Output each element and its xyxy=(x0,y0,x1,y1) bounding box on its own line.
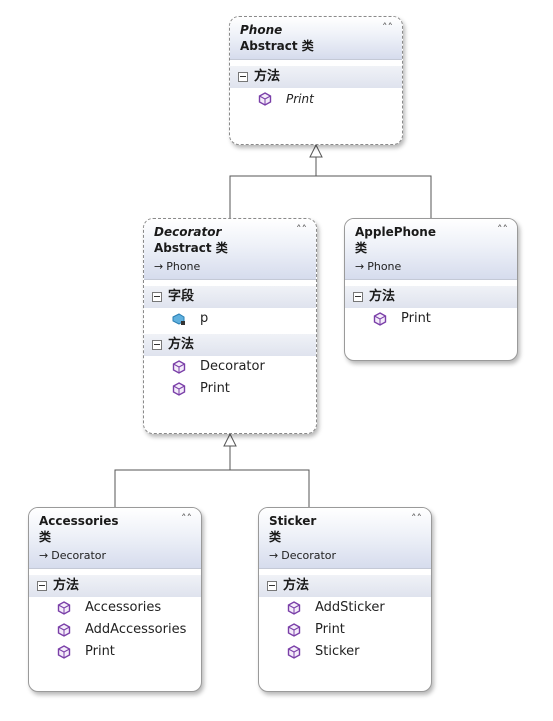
double-chevron-up-icon[interactable]: ˄˄ xyxy=(497,223,508,236)
method-icon xyxy=(57,601,71,615)
member-accessories[interactable]: Accessories xyxy=(29,597,201,619)
class-phone[interactable]: Phone Abstract 类 ˄˄ 方法 Print xyxy=(229,16,403,145)
connector-decorator-phone xyxy=(229,157,317,218)
class-kind: Abstract 类 xyxy=(240,39,314,53)
method-icon xyxy=(287,623,301,637)
base-class: →Decorator xyxy=(39,548,193,563)
member-name: Print xyxy=(286,92,314,106)
member-name: Print xyxy=(401,311,431,326)
section-fields[interactable]: 字段 xyxy=(144,286,316,308)
inheritance-arrow-icon: → xyxy=(269,549,279,562)
member-print[interactable]: Print xyxy=(345,308,517,330)
member-decorator[interactable]: Decorator xyxy=(144,356,316,378)
member-print[interactable]: Print xyxy=(230,88,402,110)
section-label: 方法 xyxy=(283,578,310,593)
member-p[interactable]: p xyxy=(144,308,316,330)
class-header: ApplePhone 类 →Phone ˄˄ xyxy=(345,219,517,280)
member-name: AddSticker xyxy=(315,600,385,615)
minus-square-icon[interactable] xyxy=(152,292,162,302)
class-header: Decorator Abstract 类 →Phone ˄˄ xyxy=(144,219,316,280)
base-class-name: Phone xyxy=(166,260,201,273)
member-name: Sticker xyxy=(315,644,360,659)
class-header: Sticker 类 →Decorator ˄˄ xyxy=(259,508,431,569)
base-class-name: Phone xyxy=(367,260,402,273)
section-methods[interactable]: 方法 xyxy=(259,575,431,597)
class-sticker[interactable]: Sticker 类 →Decorator ˄˄ 方法 AddSticker Pr… xyxy=(258,507,432,692)
member-print[interactable]: Print xyxy=(29,641,201,663)
connector-accessories-decorator xyxy=(114,446,231,507)
minus-square-icon[interactable] xyxy=(238,72,248,82)
class-kind: 类 xyxy=(269,530,282,544)
member-name: p xyxy=(200,311,209,326)
section-methods[interactable]: 方法 xyxy=(345,286,517,308)
section-methods[interactable]: 方法 xyxy=(230,66,402,88)
connector-sticker-decorator xyxy=(230,469,310,507)
double-chevron-up-icon[interactable]: ˄˄ xyxy=(296,223,307,236)
inherit-arrowhead-phone xyxy=(309,143,323,158)
section-label: 方法 xyxy=(168,337,195,352)
member-name: Print xyxy=(85,644,115,659)
section-label: 方法 xyxy=(53,578,80,593)
minus-square-icon[interactable] xyxy=(267,581,277,591)
method-icon xyxy=(258,92,272,106)
base-class: →Phone xyxy=(154,259,308,274)
double-chevron-up-icon[interactable]: ˄˄ xyxy=(411,512,422,525)
method-icon xyxy=(57,645,71,659)
base-class: →Phone xyxy=(355,259,509,274)
member-name: Print xyxy=(315,622,345,637)
inherit-arrowhead-decorator xyxy=(223,432,237,447)
class-header: Phone Abstract 类 ˄˄ xyxy=(230,17,402,60)
member-addsticker[interactable]: AddSticker xyxy=(259,597,431,619)
inheritance-arrow-icon: → xyxy=(154,260,164,273)
method-icon xyxy=(172,360,186,374)
section-methods[interactable]: 方法 xyxy=(29,575,201,597)
class-applephone[interactable]: ApplePhone 类 →Phone ˄˄ 方法 Print xyxy=(344,218,518,361)
section-label: 方法 xyxy=(254,69,281,84)
minus-square-icon[interactable] xyxy=(152,340,162,350)
class-name: Phone xyxy=(240,23,283,37)
double-chevron-up-icon[interactable]: ˄˄ xyxy=(181,512,192,525)
member-name: AddAccessories xyxy=(85,622,187,637)
class-kind: Abstract 类 xyxy=(154,241,228,255)
base-class-name: Decorator xyxy=(281,549,337,562)
class-name: Sticker xyxy=(269,514,317,528)
base-class: →Decorator xyxy=(269,548,423,563)
member-name: Accessories xyxy=(85,600,162,615)
minus-square-icon[interactable] xyxy=(353,292,363,302)
method-icon xyxy=(172,382,186,396)
inheritance-arrow-icon: → xyxy=(39,549,49,562)
class-decorator[interactable]: Decorator Abstract 类 →Phone ˄˄ 字段 p 方法 D… xyxy=(143,218,317,434)
class-header: Accessories 类 →Decorator ˄˄ xyxy=(29,508,201,569)
member-print[interactable]: Print xyxy=(144,378,316,400)
method-icon xyxy=(57,623,71,637)
method-icon xyxy=(373,312,387,326)
class-kind: 类 xyxy=(39,530,52,544)
double-chevron-up-icon[interactable]: ˄˄ xyxy=(382,21,393,34)
member-sticker[interactable]: Sticker xyxy=(259,641,431,663)
class-name: Accessories xyxy=(39,514,119,528)
member-name: Print xyxy=(200,381,230,396)
minus-square-icon[interactable] xyxy=(37,581,47,591)
class-name: ApplePhone xyxy=(355,225,436,239)
base-class-name: Decorator xyxy=(51,549,107,562)
class-accessories[interactable]: Accessories 类 →Decorator ˄˄ 方法 Accessori… xyxy=(28,507,202,692)
class-kind: 类 xyxy=(355,241,368,255)
section-label: 方法 xyxy=(369,289,396,304)
member-print[interactable]: Print xyxy=(259,619,431,641)
inheritance-arrow-icon: → xyxy=(355,260,365,273)
member-addaccessories[interactable]: AddAccessories xyxy=(29,619,201,641)
method-icon xyxy=(287,601,301,615)
member-name: Decorator xyxy=(200,359,265,374)
section-methods[interactable]: 方法 xyxy=(144,334,316,356)
field-icon xyxy=(172,313,185,325)
connector-applephone-phone xyxy=(316,175,432,218)
section-label: 字段 xyxy=(168,289,195,304)
method-icon xyxy=(287,645,301,659)
class-name: Decorator xyxy=(154,225,222,239)
